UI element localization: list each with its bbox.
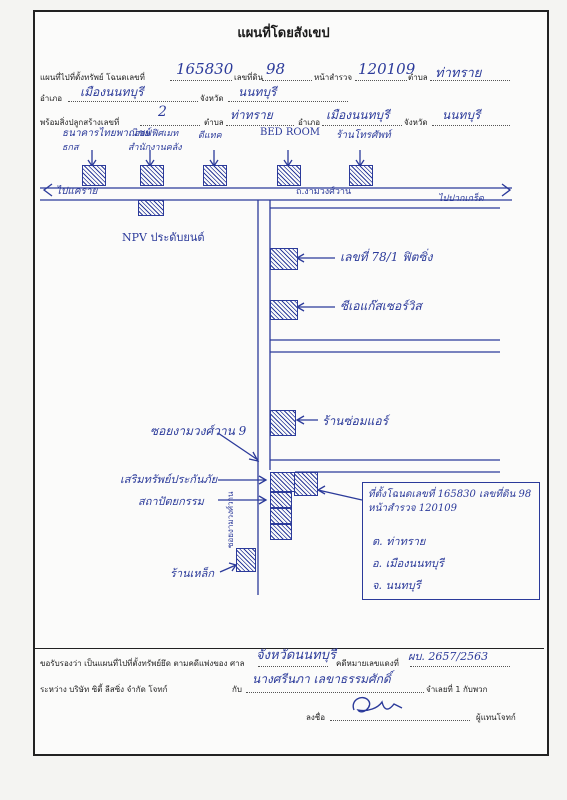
- plaintiff-label: ระหว่าง บริษัท ซิตี้ ลีสซิ่ง จำกัด โจทก์: [40, 685, 168, 694]
- road-right-label: ไปปากเกร็ด: [438, 194, 484, 204]
- label-ca-gas: ซีเอแก๊สเซอร์วิส: [340, 299, 422, 313]
- building-7871: [270, 248, 298, 270]
- label-phone-shop: ร้านโทรศัพท์: [336, 130, 391, 141]
- province-value-2: นนทบุรี: [442, 108, 481, 122]
- building-bed-room: [277, 165, 301, 186]
- road-arrow-left: [42, 183, 53, 197]
- defendant-label: จำเลยที่ 1 กับพวก: [426, 685, 488, 694]
- certify-label: ขอรับรองว่า เป็นแผนที่ไปที่ตั้งทรัพย์ยึด…: [40, 659, 245, 668]
- property-block-1: [270, 472, 296, 492]
- label-architecture: สถาปัตยกรรม: [138, 495, 204, 508]
- label-npv: NPV ประดับยนต์: [122, 231, 205, 244]
- building-number-label: พร้อมสิ่งปลูกสร้างเลขที่: [40, 118, 120, 127]
- property-block-3: [270, 508, 292, 524]
- info-district: อ. เมืองนนทบุรี: [372, 557, 444, 570]
- signature-label: ลงชื่อ: [306, 713, 326, 722]
- between-label: กับ: [232, 685, 242, 694]
- district-value: เมืองนนทบุรี: [80, 85, 144, 99]
- building-phone-shop: [349, 165, 373, 186]
- building-number: 2: [158, 104, 167, 120]
- district-value-2: เมืองนนทบุรี: [326, 108, 390, 122]
- label-insurance: เสริมทรัพย์ประกันภัย: [120, 473, 218, 486]
- building-finance: [140, 165, 164, 186]
- page-title: แผนที่โดยสังเขป: [237, 26, 330, 41]
- dotline: [258, 666, 328, 667]
- dotline: [355, 80, 407, 81]
- deed-label: แผนที่ไปที่ตั้งทรัพย์ โฉนดเลขที่: [40, 73, 145, 82]
- building-dtac: [203, 165, 227, 186]
- survey-page-label: หน้าสำรวจ: [314, 73, 353, 82]
- building-steel-shop: [236, 548, 256, 572]
- property-block-2: [270, 492, 292, 508]
- plaintiff-rep-label: ผู้แทนโจทก์: [476, 713, 516, 722]
- label-baac: ธกส: [62, 143, 79, 153]
- label-soi-vertical: ซอยงามวงศ์วาน: [226, 491, 235, 548]
- label-bed-room: BED ROOM: [260, 127, 321, 138]
- building-npv: [138, 200, 164, 216]
- dotline: [262, 80, 312, 81]
- road-center-label: ถ.งามวงศ์วาน: [296, 187, 352, 197]
- land-number-label: เลขที่ดิน: [234, 73, 264, 82]
- province-value: นนทบุรี: [238, 85, 277, 99]
- location-info-box: [362, 482, 540, 600]
- label-steel-shop: ร้านเหล็ก: [170, 567, 215, 580]
- dotline: [170, 80, 232, 81]
- subdistrict-label-2: ตำบล: [204, 118, 224, 127]
- court-name: จังหวัดนนทบุรี: [256, 648, 336, 663]
- survey-page-number: 120109: [358, 60, 416, 78]
- dotline: [322, 125, 402, 126]
- dotline: [410, 666, 510, 667]
- dotline: [226, 125, 294, 126]
- label-scb-bank: ธนาคารไทยพาณิชย์: [62, 128, 150, 139]
- info-subdistrict: ต. ท่าทราย: [372, 535, 426, 548]
- label-7871: เลขที่ 78/1 ฟิตซิ่ง: [340, 250, 433, 264]
- property-block-4: [270, 524, 292, 540]
- district-label: อำเภอ: [40, 94, 63, 103]
- footer-divider: [35, 648, 544, 649]
- dotline: [246, 692, 424, 693]
- case-number: ผบ. 2657/2563: [408, 650, 489, 663]
- building-ca-gas: [270, 300, 298, 320]
- defendant-name: นางศรีนภา เลขาธรรมศักดิ์: [252, 672, 391, 686]
- road-left-label: ไปแคราย: [56, 186, 98, 197]
- dotline: [330, 720, 470, 721]
- province-label-2: จังหวัด: [404, 118, 428, 127]
- dotline: [430, 80, 510, 81]
- info-deed: ที่ตั้งโฉนดเลขที่ 165830 เลขที่ดิน 98 หน…: [368, 489, 532, 514]
- land-number: 98: [266, 60, 286, 78]
- signature: [352, 696, 403, 713]
- label-officemate: ออฟฟิศเมท: [134, 129, 179, 139]
- road-arrow-right: [501, 183, 512, 197]
- subdistrict-label: ตำบล: [408, 73, 428, 82]
- target-property: [294, 472, 318, 496]
- province-label: จังหวัด: [200, 94, 224, 103]
- building-aircon-shop: [270, 410, 296, 436]
- label-soi: ซอยงามวงศ์วาน 9: [150, 424, 247, 438]
- subdistrict-value: ท่าทราย: [435, 66, 482, 81]
- dotline: [140, 125, 200, 126]
- dotline: [228, 101, 348, 102]
- building-scb: [82, 165, 106, 186]
- subdistrict-value-2: ท่าทราย: [230, 108, 273, 122]
- district-label-2: อำเภอ: [298, 118, 321, 127]
- label-finance-office: สำนักงานคลัง: [128, 143, 182, 153]
- label-aircon-shop: ร้านซ่อมแอร์: [322, 414, 389, 428]
- deed-number: 165830: [176, 60, 234, 78]
- label-dtac: ดีแทค: [198, 131, 222, 141]
- case-number-label: คดีหมายเลขแดงที่: [336, 659, 399, 668]
- info-province: จ. นนทบุรี: [372, 579, 421, 592]
- dotline: [432, 125, 510, 126]
- dotline: [68, 101, 198, 102]
- document-frame: [33, 10, 549, 756]
